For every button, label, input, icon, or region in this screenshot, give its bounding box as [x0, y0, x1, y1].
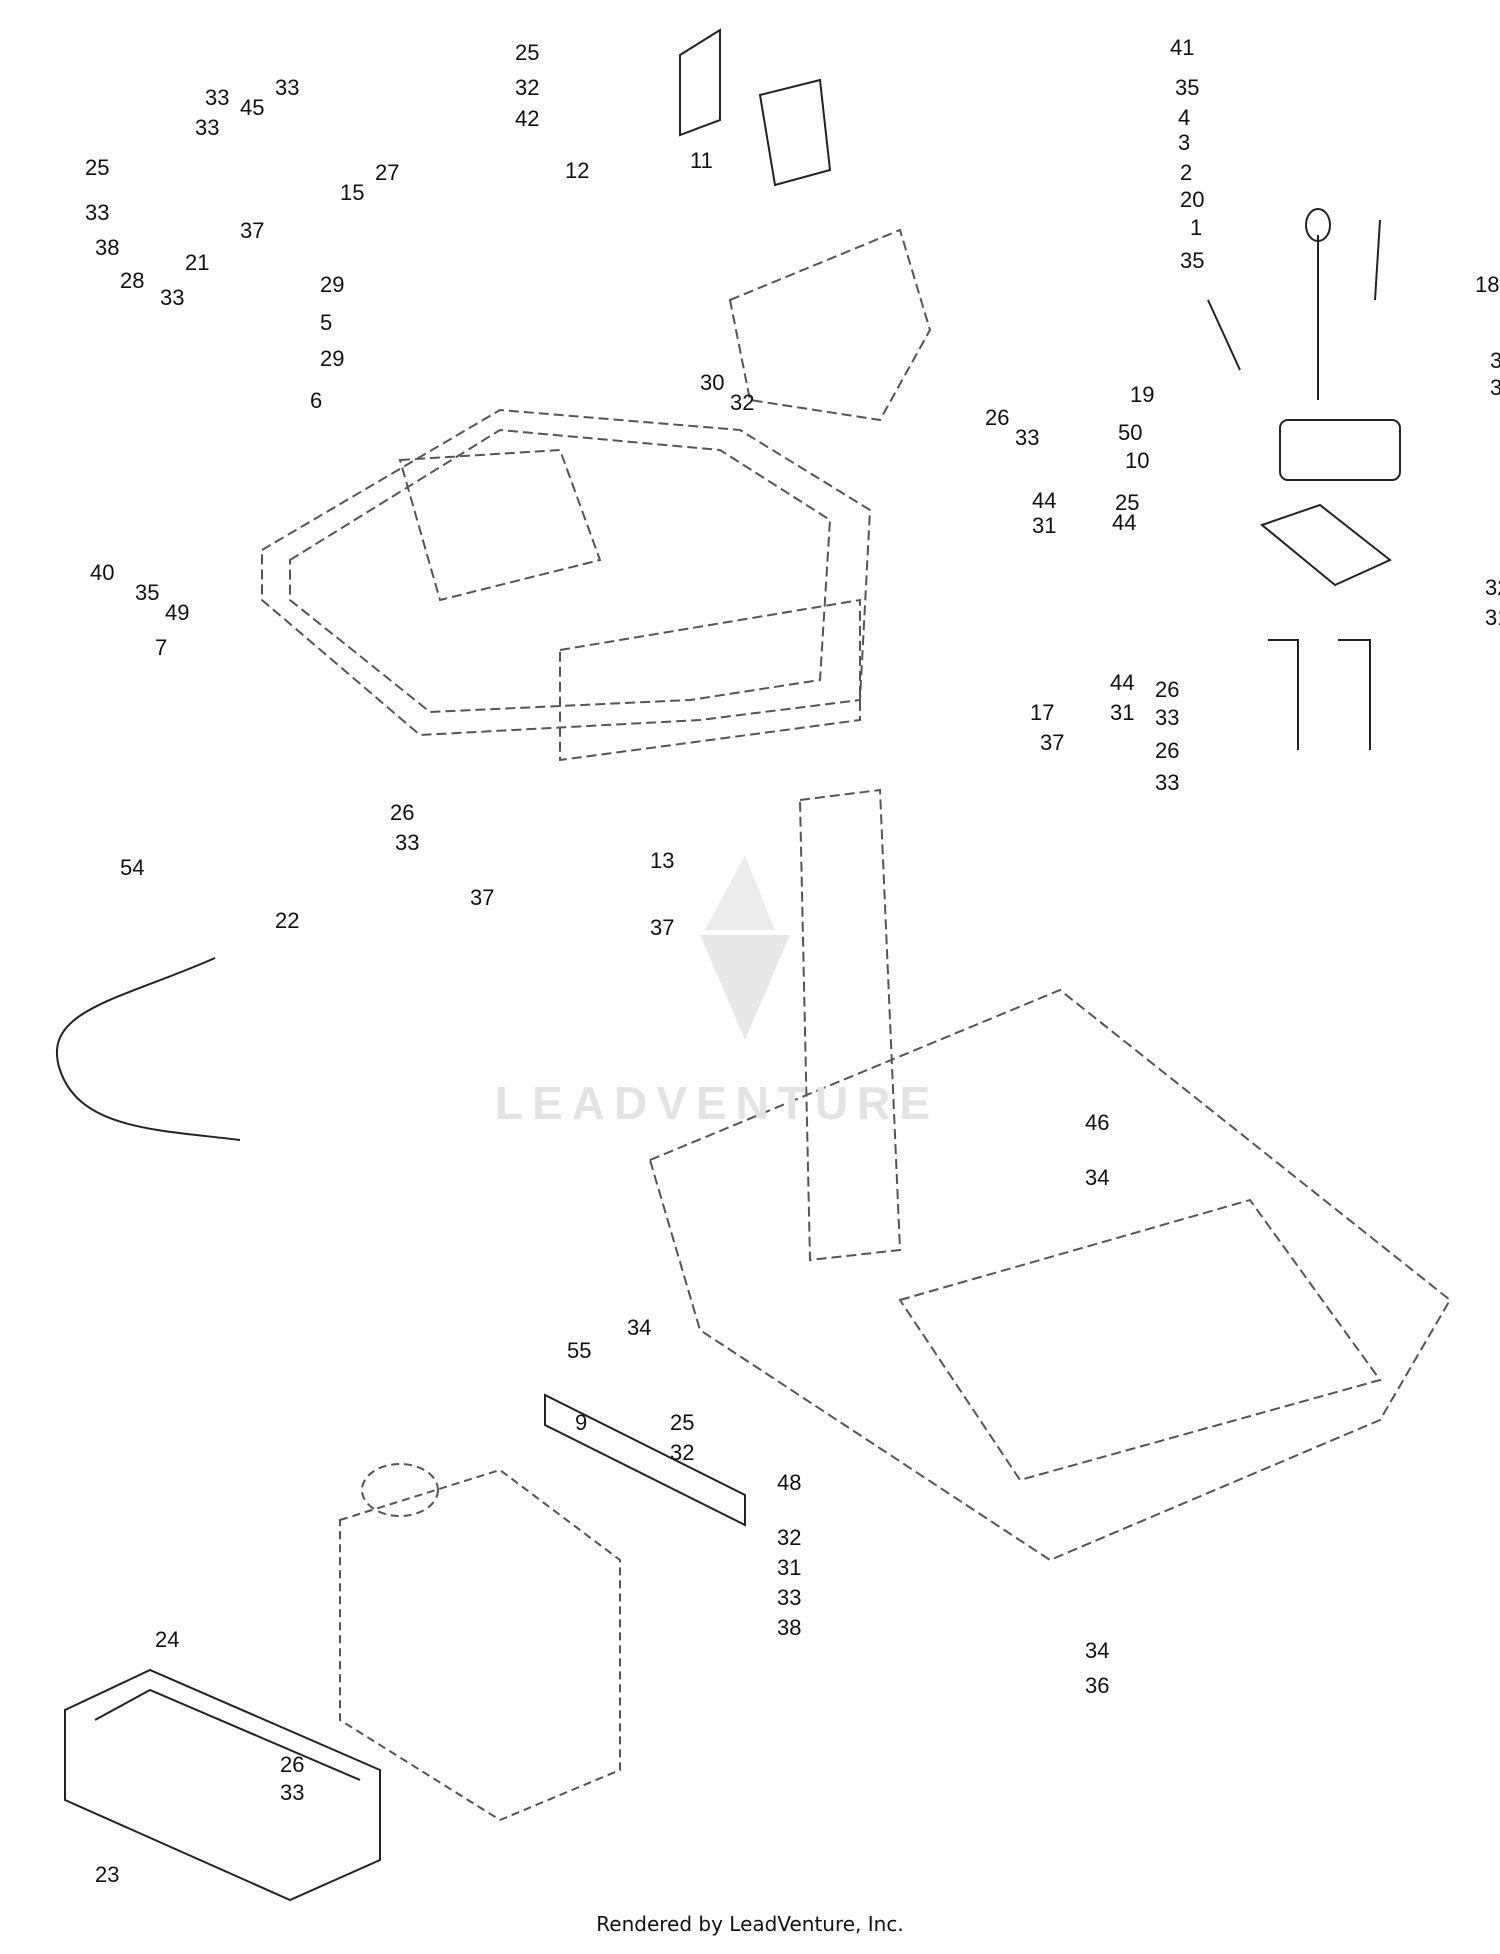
callout-top_left-5: 15: [340, 180, 364, 205]
callout-top_center-2: 42: [515, 106, 539, 131]
callout-top_left-4: 27: [375, 160, 399, 185]
throttle-cable: [56, 957, 241, 1141]
control-valve: [1207, 208, 1401, 750]
callout-top_left-9: 33: [160, 285, 184, 310]
callout-top_right-0: 41: [1170, 35, 1194, 60]
callout-lower-3: 55: [567, 1338, 591, 1363]
callout-top_left-15: 6: [310, 388, 322, 413]
callout-middle-3: 31: [1032, 513, 1056, 538]
callout-lower-9: 32: [777, 1525, 801, 1550]
callout-top_right-3: 3: [1178, 130, 1190, 155]
callout-middle-13: 33: [1155, 770, 1179, 795]
callout-top_left-6: 33: [85, 200, 109, 225]
callout-top_center-5: 30: [700, 370, 724, 395]
callout-top_center-4: 11: [690, 148, 713, 173]
callout-middle-11: 33: [1155, 705, 1179, 730]
callout-lower-0: 22: [275, 908, 299, 933]
callout-top_right-2: 4: [1178, 105, 1190, 130]
guard-plate: [544, 1393, 746, 1527]
part-labels: 2533453327153338283321372952963325324212…: [85, 35, 1500, 1887]
callout-middle-15: 26: [390, 800, 414, 825]
callout-lower-16: 26: [280, 1752, 304, 1777]
callout-lower-2: 34: [1085, 1165, 1109, 1190]
callout-top_left-0: 25: [85, 155, 109, 180]
watermark-logo-icon: [700, 855, 790, 1040]
callout-middle-6: 40: [90, 560, 114, 585]
callout-top_right-16: 32: [1485, 575, 1500, 600]
callout-top_left-12: 29: [320, 272, 344, 297]
callout-lower-13: 24: [155, 1627, 179, 1652]
callout-top_left-10: 21: [185, 250, 209, 275]
callout-top_left-16: 33: [205, 85, 229, 110]
callout-top_center-6: 32: [730, 390, 754, 415]
main-frame: [648, 788, 1452, 1562]
battery-bracket: [679, 28, 832, 187]
callout-lower-15: 36: [1085, 1673, 1109, 1698]
callout-top_right-9: 19: [1130, 382, 1154, 407]
callout-lower-8: 48: [777, 1470, 801, 1495]
footer-credit: Rendered by LeadVenture, Inc.: [596, 1912, 904, 1936]
callout-lower-11: 33: [777, 1585, 801, 1610]
callout-middle-10: 26: [1155, 677, 1179, 702]
callout-top_right-1: 35: [1175, 75, 1199, 100]
watermark-text: LEADVENTURE: [495, 1077, 940, 1129]
callout-lower-18: 23: [95, 1862, 119, 1887]
callout-top_right-14: 25: [1115, 490, 1139, 515]
callout-top_right-8: 18: [1475, 272, 1499, 297]
callout-middle-1: 33: [1015, 425, 1039, 450]
callout-top_right-5: 20: [1180, 187, 1204, 212]
callout-lower-12: 38: [777, 1615, 801, 1640]
callout-top_left-8: 28: [120, 268, 144, 293]
callout-lower-10: 31: [777, 1555, 801, 1580]
callout-middle-5: 37: [1040, 730, 1064, 755]
callout-top_center-1: 32: [515, 75, 539, 100]
callout-middle-2: 44: [1032, 488, 1056, 513]
fuel-tank: [339, 1463, 621, 1822]
callout-top_left-1: 33: [195, 115, 219, 140]
callout-lower-14: 34: [1085, 1638, 1109, 1663]
callout-middle-7: 35: [135, 580, 159, 605]
callout-top_right-13: 10: [1125, 448, 1149, 473]
callout-top_right-6: 1: [1190, 215, 1202, 240]
callout-lower-4: 34: [627, 1315, 651, 1340]
battery-tray: [64, 1668, 381, 1902]
callout-middle-14: 54: [120, 855, 144, 880]
callout-middle-16: 33: [395, 830, 419, 855]
callout-top_right-19: 31: [1110, 700, 1134, 725]
callout-middle-12: 26: [1155, 738, 1179, 763]
callout-top_left-7: 38: [95, 235, 119, 260]
callout-lower-17: 33: [280, 1780, 304, 1805]
callout-lower-5: 25: [670, 1410, 694, 1435]
callout-top_left-11: 37: [240, 218, 264, 243]
callout-middle-0: 26: [985, 405, 1009, 430]
callout-middle-18: 13: [650, 848, 674, 873]
callout-middle-9: 7: [155, 635, 167, 660]
callout-top_left-14: 29: [320, 346, 344, 371]
callout-lower-1: 46: [1085, 1110, 1109, 1135]
callout-top_center-0: 25: [515, 40, 539, 65]
callout-top_right-18: 44: [1110, 670, 1134, 695]
upper-frame: [261, 228, 932, 762]
callout-lower-7: 9: [575, 1410, 587, 1435]
callout-top_right-12: 50: [1118, 420, 1142, 445]
callout-top_right-10: 39: [1490, 348, 1500, 373]
callout-top_right-4: 2: [1180, 160, 1192, 185]
callout-top_left-3: 33: [275, 75, 299, 100]
callout-middle-19: 37: [650, 915, 674, 940]
callout-top_right-15: 44: [1112, 510, 1136, 535]
callout-top_center-3: 12: [565, 158, 589, 183]
callout-top_right-11: 32: [1490, 375, 1500, 400]
callout-lower-6: 32: [670, 1440, 694, 1465]
callout-middle-17: 37: [470, 885, 494, 910]
callout-top_left-13: 5: [320, 310, 332, 335]
callout-middle-4: 17: [1030, 700, 1054, 725]
callout-top_left-2: 45: [240, 95, 264, 120]
callout-middle-8: 49: [165, 600, 189, 625]
callout-top_right-17: 31: [1485, 605, 1500, 630]
callout-top_right-7: 35: [1180, 248, 1204, 273]
